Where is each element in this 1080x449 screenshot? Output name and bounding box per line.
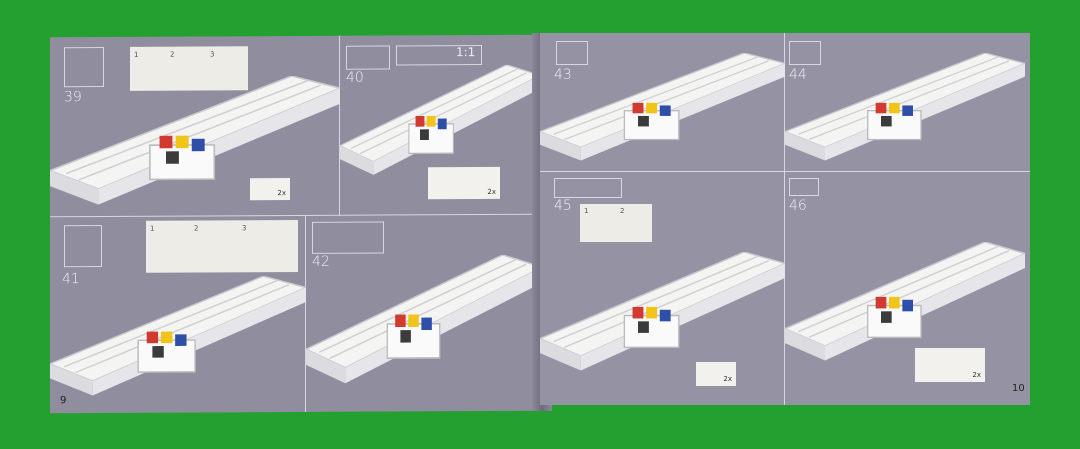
callout-box: 2x <box>250 178 290 201</box>
scale-label: 1:1 <box>456 45 476 60</box>
sub-step-1: 1 <box>134 50 139 59</box>
step-number: 46 <box>789 198 807 214</box>
step-41: 1 2 3 41 <box>50 215 306 414</box>
quantity-label: 2x <box>972 371 981 379</box>
page-number: 10 <box>1012 383 1025 394</box>
sub-step-1: 1 <box>150 224 155 233</box>
model-illustration <box>540 53 785 162</box>
sub-step-3: 3 <box>242 224 247 233</box>
step-43: 43 <box>540 33 785 172</box>
model-illustration <box>306 254 542 385</box>
parts-list <box>554 178 622 198</box>
page-number: 9 <box>60 395 67 407</box>
left-page: 1 2 3 39 2x 1:1 40 2x 1 2 3 41 42 9 <box>50 34 542 414</box>
parts-list <box>64 225 102 268</box>
sub-step-2: 2 <box>194 224 199 233</box>
right-page: 43 44 45 1 2 2x 46 2x 10 <box>540 33 1030 405</box>
quantity-label: 2x <box>487 187 496 196</box>
submodel-box: 1 2 3 <box>146 219 298 273</box>
callout-box: 2x <box>428 166 500 200</box>
callout-box: 2x <box>915 348 985 382</box>
step-46: 46 2x <box>785 172 1030 405</box>
parts-list <box>556 41 588 65</box>
step-45: 45 1 2 2x <box>540 172 785 405</box>
step-number: 44 <box>789 67 807 83</box>
quantity-label: 2x <box>723 375 732 383</box>
step-42: 42 <box>306 214 542 412</box>
quantity-label: 2x <box>277 189 286 198</box>
callout-box: 2x <box>696 362 736 386</box>
model-illustration <box>50 75 340 206</box>
model-illustration <box>540 252 785 372</box>
model-illustration <box>50 275 306 397</box>
parts-list <box>789 41 821 65</box>
parts-list <box>789 178 819 196</box>
step-39: 1 2 3 39 2x <box>50 35 340 218</box>
submodel-box: 1 2 <box>580 204 652 242</box>
sub-step-2: 2 <box>170 50 175 59</box>
step-44: 44 <box>785 33 1030 172</box>
sub-step-1: 1 <box>584 207 589 215</box>
model-illustration <box>785 242 1025 362</box>
step-40: 1:1 40 2x <box>340 34 542 216</box>
sub-step-2: 2 <box>620 207 625 215</box>
model-illustration <box>785 53 1025 162</box>
step-number: 45 <box>554 198 572 214</box>
sub-step-3: 3 <box>210 50 215 59</box>
parts-list <box>312 221 384 254</box>
step-number: 43 <box>554 67 572 83</box>
